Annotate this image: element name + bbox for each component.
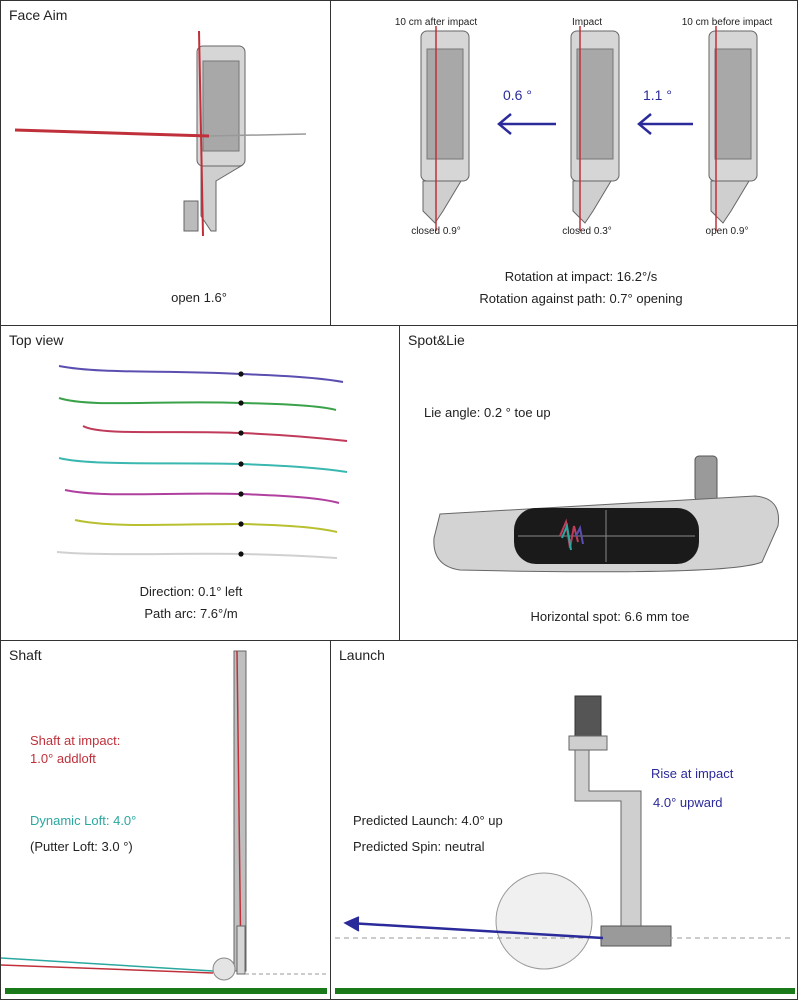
path-7 [56,551,338,559]
label-after-impact: 10 cm after impact [394,17,478,28]
path-2 [58,397,337,411]
rotation-sequence-panel: 10 cm after impact Impact 10 cm before i… [330,0,798,326]
panel-title: Launch [339,647,385,663]
shaft-panel: Shaft Shaft at impact: 1.0° addloft Dyna… [0,640,331,1000]
shaft-graphic [1,650,327,994]
spot-lie-panel: Spot&Lie Lie angle: 0.2 ° toe up Horizon… [399,325,798,641]
putter-head-icon [183,45,246,232]
putter-head-icon [433,455,780,573]
putter-head-icon [708,26,758,231]
stroke-paths-graphic [56,365,348,559]
dynamic-loft-value: Dynamic Loft: 4.0° [30,813,137,828]
launch-panel: Launch Rise at impact 4.0° upward Predic… [330,640,798,1000]
impact-dots [238,371,244,557]
lie-angle-value: Lie angle: 0.2 ° toe up [424,405,551,420]
addloft-value: 1.0° addloft [30,751,96,766]
delta-before: 1.1 ° [643,87,672,103]
face-aim-graphic [14,30,307,237]
aim-line [14,128,210,138]
ground-line [5,988,327,994]
delta-after: 0.6 ° [503,87,532,103]
arrow-left-icon [637,113,693,135]
predicted-spin: Predicted Spin: neutral [353,839,485,854]
panel-title: Face Aim [9,7,68,23]
face-aim-panel: Face Aim open 1.6° [0,0,331,326]
dynamic-loft-line [1,957,214,972]
label-before-impact: 10 cm before impact [681,17,773,28]
putter-face-graphic [433,455,780,573]
state-before: open 0.9° [705,226,749,237]
path-6 [74,519,338,533]
path-arc-value: Path arc: 7.6°/m [144,606,238,621]
path-3 [82,425,348,442]
face-line [198,30,204,237]
panel-title: Shaft [9,647,42,663]
putter-head-icon [570,26,620,231]
arrow-left-icon [343,916,604,940]
arrow-left-icon [497,113,556,135]
target-line [208,133,307,137]
ground-line [335,988,795,994]
top-view-panel: Top view Direction: 0.1° left Path arc: … [0,325,400,641]
rise-value: 4.0° upward [653,795,723,810]
shaft-at-impact: Shaft at impact: [30,733,121,748]
face-aim-value: open 1.6° [171,290,227,305]
state-impact: closed 0.3° [562,226,612,237]
state-after: closed 0.9° [411,226,461,237]
sequence-graphic [420,26,758,231]
shaft-line [236,650,242,972]
launch-graphic [335,695,795,994]
rotation-against-path: Rotation against path: 0.7° opening [479,291,683,306]
putter-loft-value: (Putter Loft: 3.0 °) [30,839,133,854]
panel-title: Spot&Lie [408,332,465,348]
golf-ball-icon [495,872,593,970]
rise-at-impact-label: Rise at impact [651,766,734,781]
putter-head-icon [568,695,672,947]
rotation-at-impact: Rotation at impact: 16.2°/s [504,269,658,284]
predicted-launch: Predicted Launch: 4.0° up [353,813,503,828]
path-4 [58,457,348,473]
golf-ball-icon [212,957,236,981]
panel-title: Top view [9,332,64,348]
direction-value: Direction: 0.1° left [139,584,243,599]
putter-head-icon [420,26,470,231]
label-impact: Impact [571,17,603,28]
path-5 [64,489,340,504]
horizontal-spot-value: Horizontal spot: 6.6 mm toe [530,609,690,624]
path-1 [58,365,344,383]
